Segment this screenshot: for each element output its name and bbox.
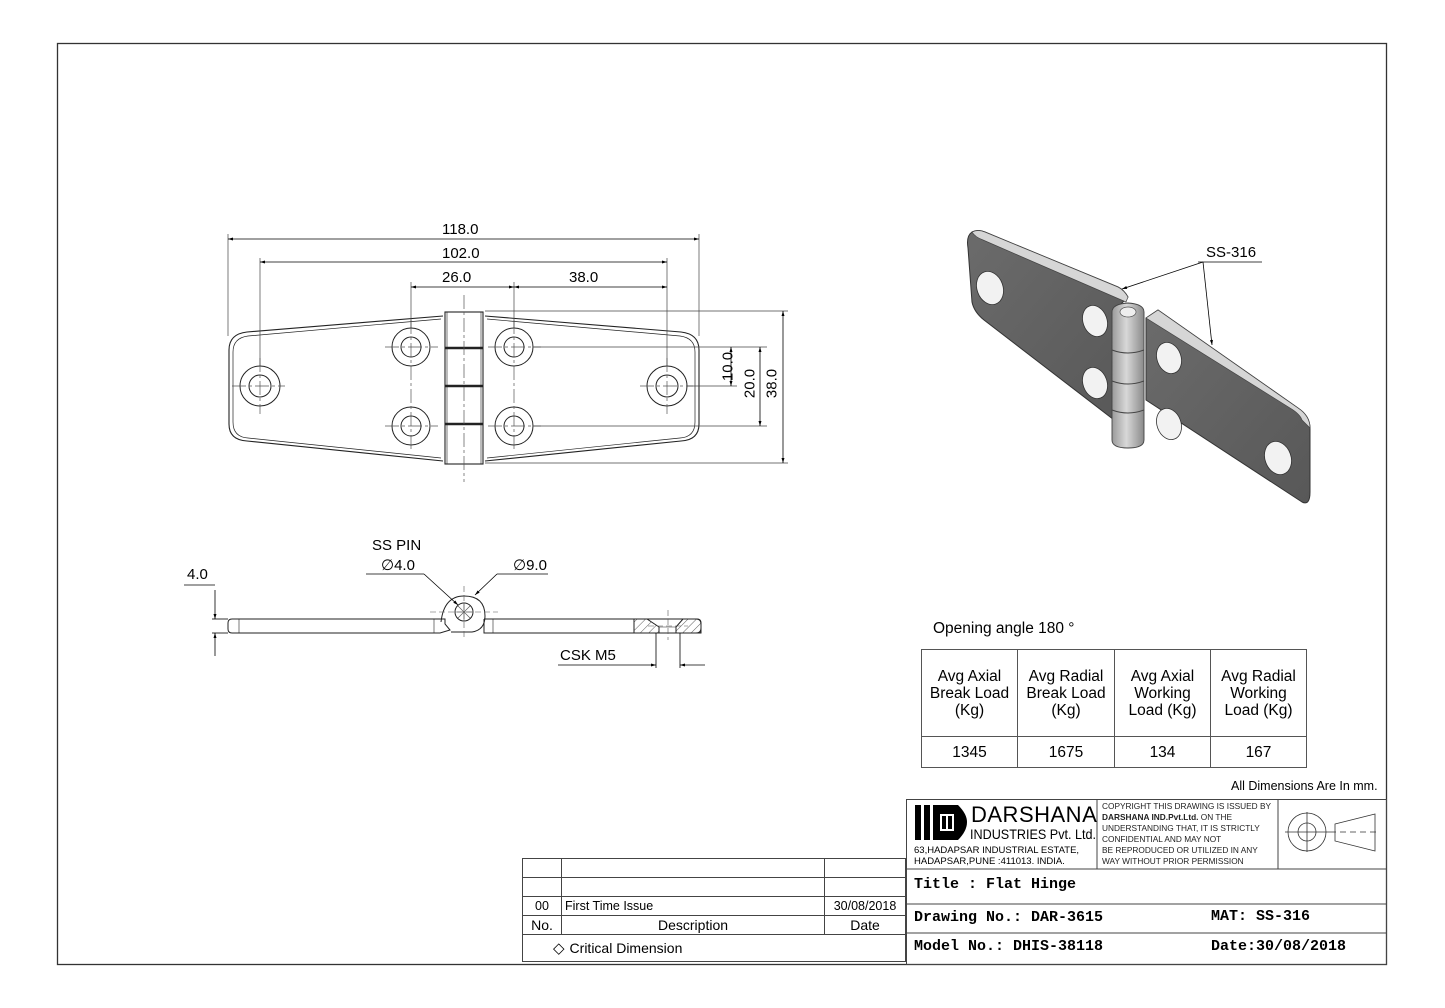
load-value-axial-working: 134 xyxy=(1114,736,1211,768)
company-sub: INDUSTRIES Pvt. Ltd. xyxy=(970,826,1097,842)
revision-date: 30/08/2018 xyxy=(824,896,906,916)
address-line-2: HADAPSAR,PUNE :411013. INDIA. xyxy=(914,856,1065,867)
dim-hole-pitch: 20.0 xyxy=(741,368,759,399)
csk-hatch-left xyxy=(633,618,660,634)
critical-dimension-legend: ◇Critical Dimension xyxy=(522,934,906,962)
dim-hole-offset: 10.0 xyxy=(719,351,737,382)
drawing-title: Title : Flat Hinge xyxy=(914,876,1077,893)
revision-no: 00 xyxy=(522,896,562,916)
dim-thickness: 4.0 xyxy=(187,566,208,583)
company-name: DARSHANA xyxy=(971,802,1098,827)
material: MAT: SS-316 xyxy=(1211,908,1311,925)
drawing-number: Drawing No.: DAR-3615 xyxy=(914,909,1104,926)
side-view xyxy=(184,573,705,668)
model-number: Model No.: DHIS-38118 xyxy=(914,938,1104,955)
revision-row: 00 First Time Issue 30/08/2018 xyxy=(522,896,906,916)
revision-table: 00 First Time Issue 30/08/2018 No. Descr… xyxy=(522,858,906,962)
load-value-radial-working: 167 xyxy=(1210,736,1307,768)
iso-knuckle xyxy=(1111,302,1145,449)
label-ss-pin: SS PIN xyxy=(372,537,422,554)
units-note: All Dimensions Are In mm. xyxy=(1231,779,1378,793)
front-view xyxy=(227,234,788,482)
iso-view xyxy=(967,230,1311,504)
drawing-date: Date:30/08/2018 xyxy=(1211,938,1347,955)
load-value-radial-break: 1675 xyxy=(1017,736,1115,768)
iso-leaf-right xyxy=(1145,309,1311,504)
revision-header: No. Description Date xyxy=(522,915,906,935)
dim-inner-to-outer: 38.0 xyxy=(569,269,599,286)
diamond-icon: ◇ xyxy=(553,940,565,957)
title-block-lines xyxy=(906,799,1387,965)
dim-overall-length: 118.0 xyxy=(442,221,479,238)
label-csk: CSK M5 xyxy=(560,647,616,664)
copyright-notice: COPYRIGHT THIS DRAWING IS ISSUED BY DARS… xyxy=(1102,801,1272,866)
dim-inner-hole-spacing: 26.0 xyxy=(442,269,472,286)
load-value-axial-break: 1345 xyxy=(921,736,1018,768)
csk-hatch-right xyxy=(675,618,702,634)
revision-description: First Time Issue xyxy=(561,896,825,916)
opening-angle: Opening angle 180 ° xyxy=(933,620,1075,637)
company-logo-icon xyxy=(915,805,967,840)
third-angle-projection-icon xyxy=(1285,812,1378,852)
dim-pin-diameter: ∅4.0 xyxy=(381,557,415,574)
revision-row xyxy=(522,877,906,897)
label-material-callout: SS-316 xyxy=(1206,244,1257,261)
dim-overall-width: 38.0 xyxy=(763,368,781,399)
sheet-border xyxy=(56,42,1388,966)
dim-knuckle-diameter: ∅9.0 xyxy=(513,557,547,574)
dim-outer-hole-spacing: 102.0 xyxy=(442,245,480,262)
address-line-1: 63,HADAPSAR INDUSTRIAL ESTATE, xyxy=(914,845,1080,856)
revision-row xyxy=(522,858,906,878)
